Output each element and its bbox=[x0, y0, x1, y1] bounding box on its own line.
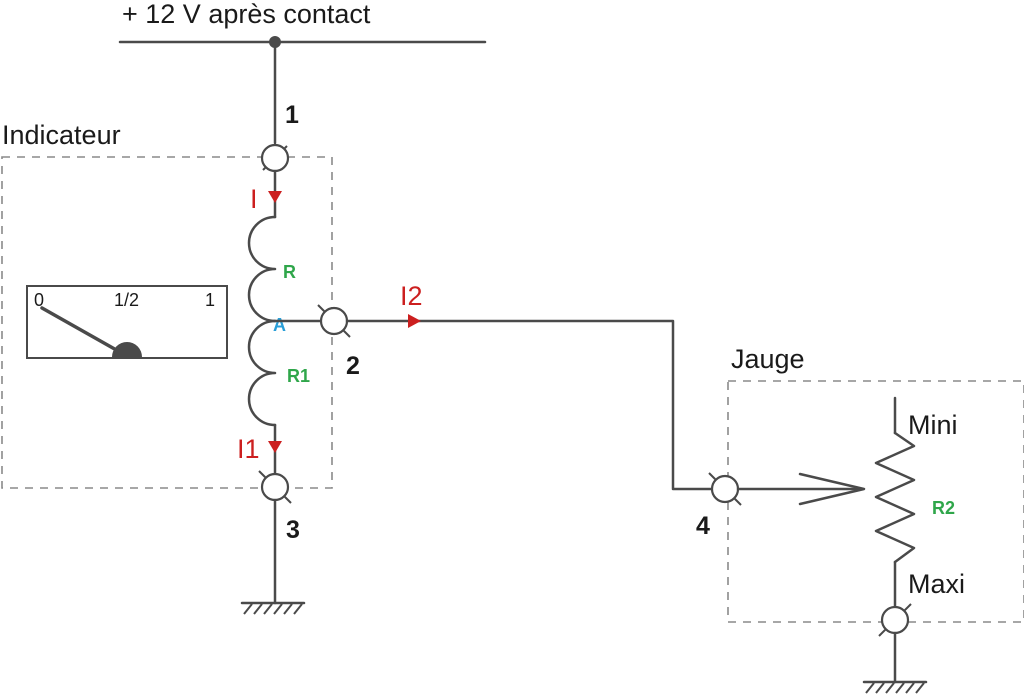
coil-r1 bbox=[247, 319, 277, 427]
dial-scale-half: 1/2 bbox=[114, 290, 139, 310]
node-a-label: A bbox=[273, 315, 286, 335]
current-i2-arrow bbox=[408, 314, 421, 328]
current-i-label: I bbox=[250, 184, 258, 214]
ground-icon bbox=[240, 601, 306, 615]
wire-t2-to-t4 bbox=[345, 319, 714, 491]
gauge-mini-label: Mini bbox=[908, 410, 958, 440]
terminal-1-label: 1 bbox=[285, 101, 299, 129]
current-i2-label: I2 bbox=[400, 281, 423, 311]
terminal-4 bbox=[708, 472, 742, 506]
indicator-label: Indicateur bbox=[2, 120, 121, 150]
terminal-3-label: 3 bbox=[286, 516, 300, 544]
dial-pivot bbox=[112, 342, 142, 357]
current-i1-label: I1 bbox=[237, 434, 260, 464]
dial-needle bbox=[40, 306, 129, 358]
gauge-box bbox=[727, 380, 1024, 623]
dial-scale-0: 0 bbox=[34, 290, 44, 310]
current-i1-arrow bbox=[268, 441, 282, 453]
terminal-1 bbox=[260, 143, 290, 173]
coil-r1-label: R1 bbox=[287, 366, 310, 386]
gauge-r2-label: R2 bbox=[932, 498, 955, 518]
terminal-2 bbox=[317, 304, 351, 338]
gauge-label: Jauge bbox=[731, 344, 805, 374]
terminal-3 bbox=[258, 470, 292, 504]
coil-r-label: R bbox=[283, 262, 296, 282]
supply-label: + 12 V après contact bbox=[122, 0, 371, 29]
dial-scale-1: 1 bbox=[205, 290, 215, 310]
gauge-ground-terminal bbox=[878, 603, 912, 637]
gauge-maxi-label: Maxi bbox=[908, 569, 965, 599]
current-i-arrow bbox=[268, 191, 282, 203]
terminal-4-label: 4 bbox=[696, 512, 710, 540]
potentiometer-r2 bbox=[874, 431, 916, 564]
ground-icon bbox=[862, 680, 928, 694]
wiper-arrow-icon bbox=[798, 472, 866, 506]
coil-r bbox=[247, 215, 277, 323]
indicator-dial: 0 1/2 1 bbox=[26, 285, 228, 359]
terminal-2-label: 2 bbox=[346, 352, 360, 380]
